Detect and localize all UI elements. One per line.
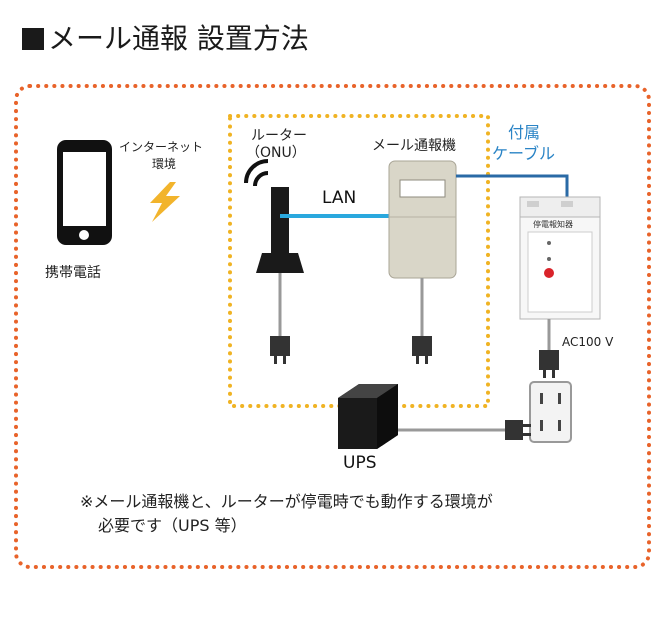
smartphone-icon [57, 140, 112, 245]
lan-label: LAN [322, 188, 357, 208]
wall-outlet-icon [529, 381, 572, 443]
title-text: メール通報 設置方法 [48, 22, 309, 55]
internet-label-line2: 環境 [152, 157, 177, 171]
note-line1: ※メール通報機と、ルーターが停電時でも動作する環境が [80, 492, 493, 511]
ac-label: AC100 V [562, 335, 614, 349]
notifier-label: メール通報機 [372, 138, 456, 154]
router-label-line2: （ONU） [246, 145, 306, 161]
notifier-plug-icon [412, 336, 432, 364]
note-line2: 必要です（UPS 等） [98, 516, 247, 535]
lightning-icon [150, 182, 180, 222]
internet-label-line1: インターネット [119, 140, 204, 154]
router-label-line1: ルーター [251, 128, 307, 144]
phone-label: 携帯電話 [45, 265, 101, 281]
page-title: メール通報 設置方法 [22, 22, 309, 56]
outage-detector-device [519, 196, 601, 350]
outage-detector-label: 停電報知器 [533, 220, 573, 229]
inner-dotted-border [228, 114, 490, 408]
title-square-icon [22, 28, 44, 50]
router-plug-icon [270, 336, 290, 364]
ups-label: UPS [343, 453, 377, 473]
detector-plug-icon [539, 350, 559, 378]
cable-label-line1: 付属 [508, 123, 541, 142]
ups-plug-icon [505, 420, 531, 440]
cable-label-line2: ケーブル [492, 144, 556, 163]
accessory-cable [456, 174, 569, 204]
mail-notifier-device [388, 160, 457, 336]
ups-device [338, 384, 398, 449]
setup-note: ※メール通報機と、ルーターが停電時でも動作する環境が 必要です（UPS 等） [80, 490, 493, 538]
router-icon [244, 159, 304, 336]
